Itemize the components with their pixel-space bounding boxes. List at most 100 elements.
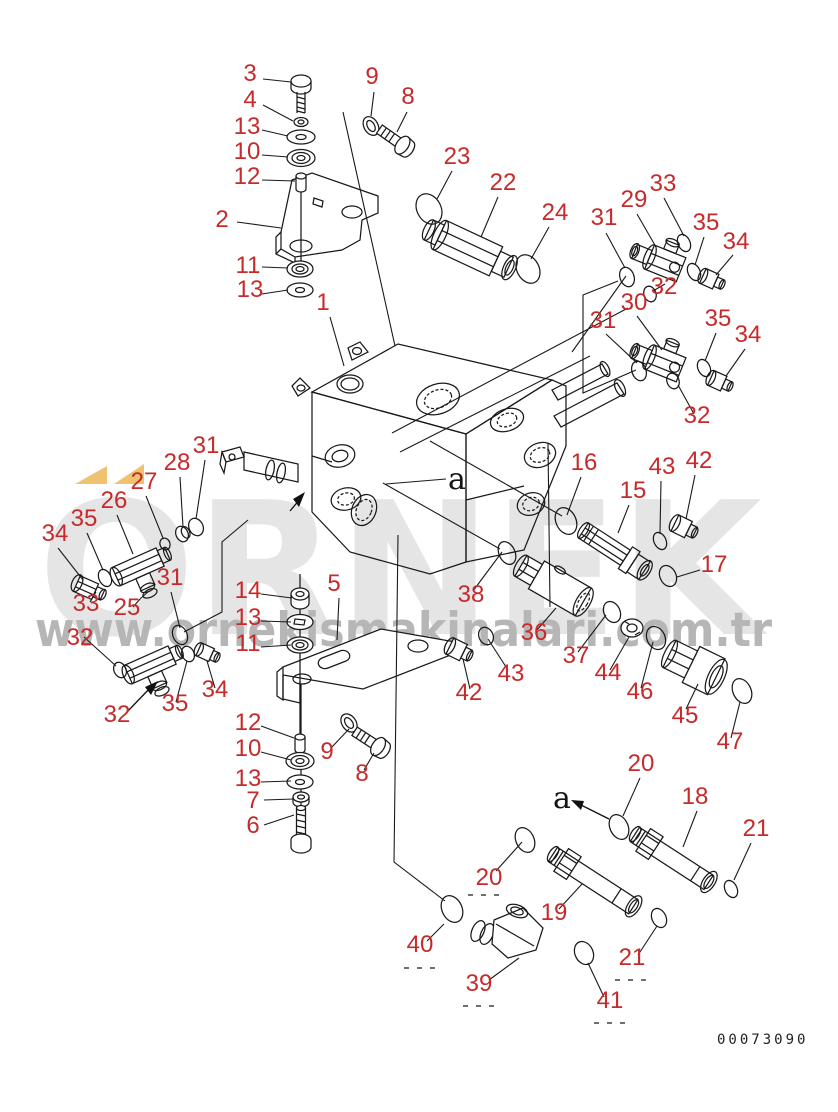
leader-line [336,597,340,641]
callout-24: 24 [542,199,569,226]
callout-25: 25 [114,594,141,621]
leader-line [342,111,396,347]
callout-16: 16 [571,449,598,476]
part-oring-16 [554,507,578,535]
part-plug-34 [193,642,221,663]
leader-line [436,170,453,200]
leader-line [330,728,350,749]
part-oring-24 [515,254,541,284]
part-oring-41 [573,940,595,966]
watermark-triangle [75,466,107,484]
leader-line [86,532,104,571]
leader-line [426,923,445,942]
part-oring-43 [652,531,668,551]
leader-line [396,111,408,133]
leader-line [363,752,375,771]
leader-line [382,482,501,550]
leader-line [617,504,630,534]
part-elbow-39 [470,903,544,959]
callout-11: 11 [236,252,261,279]
leader-line [587,962,605,998]
part-oring-35 [696,358,712,378]
leader-line [260,620,292,623]
leader-line [261,129,289,137]
leader-line [685,683,699,710]
part-oring-23 [415,193,443,225]
callout-14: 14 [235,577,262,604]
part-oring-20 [514,826,536,854]
part-washer-27 [159,537,171,551]
leader-line [263,798,295,801]
part-washer-13-bottom [286,774,314,790]
part-fitting-26 [109,546,172,599]
part-plug-34 [705,369,734,392]
arrow-line [126,686,152,713]
part-nut-44 [620,618,644,638]
part-oring-31 [187,517,205,537]
leader-line [571,275,627,353]
callout-43: 43 [498,660,525,687]
callout-23: 23 [444,143,471,170]
callout-34: 34 [723,228,750,255]
leader-line [260,780,292,783]
arrow-head [145,681,158,695]
callout-7: 7 [246,787,259,814]
leader-line [260,751,292,761]
callout-29: 29 [621,186,648,213]
leader-line [725,348,746,377]
leader-line [261,154,289,158]
callout-31: 31 [590,307,617,334]
leader-line [236,221,282,229]
drawing-number: 00073090 [717,1032,808,1048]
leader-line [57,547,84,581]
leader-line [488,957,520,981]
part-oring-17 [658,564,678,588]
leader-line [399,355,591,453]
part-valve-body-1 [219,341,627,575]
label-underlines [404,894,649,1024]
callout-20: 20 [628,750,655,777]
callout-4: 4 [243,86,256,113]
callout-18: 18 [682,783,709,810]
part-fitting-22 [421,219,518,281]
leader-line [609,636,630,671]
leader-line [260,593,293,599]
part-bolt-8-bottom [350,726,391,759]
part-oring-46 [645,625,667,651]
part-oring-31 [618,266,636,288]
leader-line [260,725,295,739]
callout-5: 5 [327,570,340,597]
leader-line [694,236,705,266]
leader-line [659,480,662,535]
callout-10: 10 [234,138,261,165]
leader-line [677,384,695,415]
callout-38: 38 [458,581,485,608]
callout-9: 9 [320,738,333,765]
part-washer-10-bottom [285,751,315,771]
callout-31: 31 [591,204,618,231]
part-oring-40 [440,895,464,923]
leader-line [547,442,551,608]
callout-30: 30 [621,289,648,316]
part-oring-37 [602,600,622,624]
leader-line [195,459,206,520]
callout-33: 33 [650,170,677,197]
part-washer-9-top [362,116,380,136]
callout-21: 21 [619,944,646,971]
callout-33: 33 [73,590,100,617]
leader-line [566,476,582,516]
callout-34: 34 [42,520,69,547]
arrow-line [578,803,610,820]
leader-line [83,636,117,667]
part-washer-13-center [286,613,314,631]
part-nut-14 [290,587,310,610]
callout-8: 8 [401,83,414,110]
part-bolt-6 [290,804,312,854]
leader-line [530,226,550,260]
part-plug-42 [443,637,474,662]
part-oring-47 [731,677,753,705]
callout-42: 42 [686,447,713,474]
arrow-head [293,492,305,507]
